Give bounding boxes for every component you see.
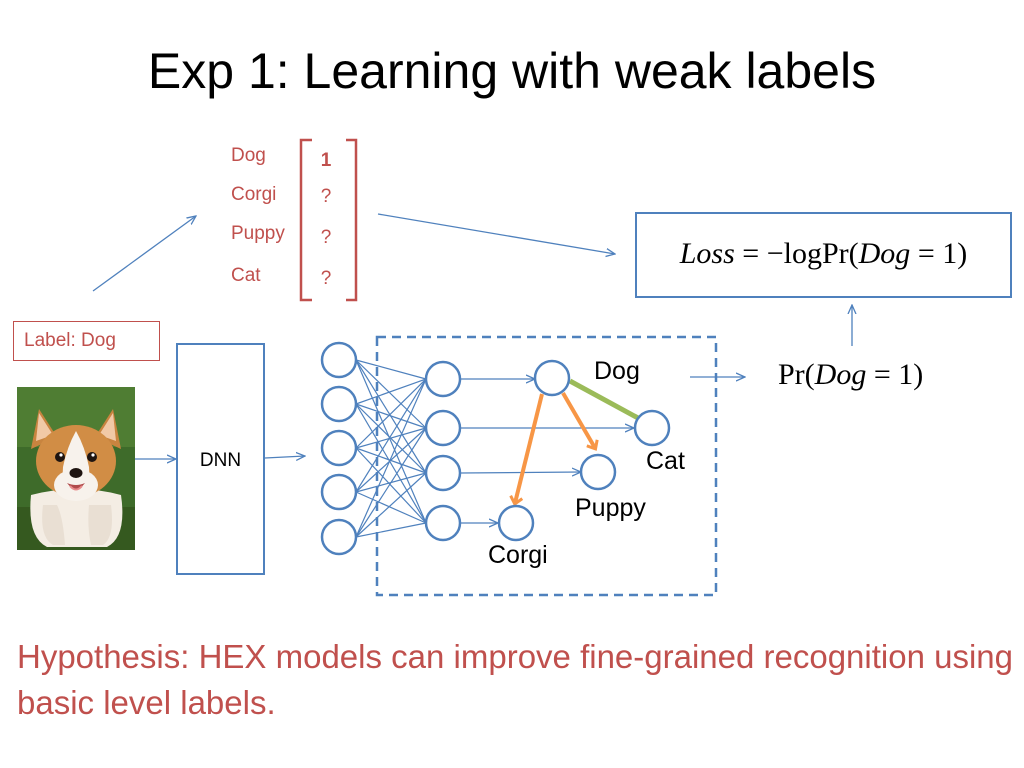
dense-connections — [355, 359, 427, 538]
loss-formula-box: Loss = −logPr(Dog = 1) — [635, 212, 1012, 298]
neuron-l1-1 — [320, 341, 358, 379]
dnn-box — [176, 343, 265, 575]
neuron-l2-3 — [424, 454, 462, 492]
image-label-box: Label: Dog — [13, 321, 160, 361]
hierarchy-edge-dog-corgi — [515, 393, 544, 503]
hex-layer-dashed-box — [375, 335, 718, 597]
pr-rhs: = 1) — [866, 358, 924, 391]
neuron-l1-2 — [320, 385, 358, 423]
node-label-corgi: Corgi — [488, 541, 548, 569]
hypothesis-text: Hypothesis: HEX models can improve fine-… — [17, 638, 1014, 721]
neuron-l1-3 — [320, 429, 358, 467]
hex-node-corgi — [497, 504, 535, 542]
vector-label-dog: Dog — [231, 145, 266, 166]
arrow-vector-to-loss — [377, 213, 615, 254]
node-label-cat: Cat — [646, 447, 685, 475]
neuron-l2-1 — [424, 360, 462, 398]
input-layer-neurons — [320, 341, 358, 556]
loss-symbol: Loss — [679, 237, 735, 270]
neuron-l1-5 — [320, 518, 358, 556]
loss-rhs: = 1) — [910, 237, 968, 270]
hex-node-puppy — [579, 453, 617, 491]
hex-graph-nodes — [497, 359, 671, 542]
neuron-l2-4 — [424, 504, 462, 542]
slide-title: Exp 1: Learning with weak labels — [147, 43, 877, 99]
vector-value-dog: 1 — [320, 150, 332, 171]
vector-label-cat: Cat — [231, 265, 261, 286]
pr-variable: Dog — [814, 358, 867, 391]
loss-neg-log-pr: −logPr( — [766, 237, 859, 270]
vector-value-puppy: ? — [320, 227, 332, 248]
pr-open: Pr( — [778, 358, 815, 391]
vector-value-cat: ? — [320, 268, 332, 289]
hex-node-cat — [633, 409, 671, 447]
arrow-dnn-to-network — [264, 456, 305, 458]
node-label-puppy: Puppy — [575, 494, 646, 522]
vector-label-puppy: Puppy — [231, 223, 285, 244]
hex-node-dog — [533, 359, 571, 397]
node-label-dog: Dog — [594, 357, 640, 385]
neuron-l2-2 — [424, 409, 462, 447]
corgi-puppy-photo — [17, 387, 135, 550]
dnn-label: DNN — [199, 450, 242, 471]
vector-value-corgi: ? — [320, 186, 332, 207]
vector-bracket-left — [299, 138, 312, 302]
arrow-label-to-vector — [92, 216, 196, 292]
neuron-l1-4 — [320, 473, 358, 511]
probability-formula: Pr(Dog = 1) — [778, 358, 923, 392]
vector-bracket-right — [346, 138, 358, 302]
loss-variable: Dog — [858, 237, 911, 270]
hidden-layer-neurons — [424, 360, 462, 542]
exclusion-edge-dog-cat — [568, 378, 640, 421]
hierarchy-edge-dog-puppy — [561, 391, 595, 448]
loss-equals: = — [734, 237, 767, 270]
vector-label-corgi: Corgi — [231, 184, 277, 205]
